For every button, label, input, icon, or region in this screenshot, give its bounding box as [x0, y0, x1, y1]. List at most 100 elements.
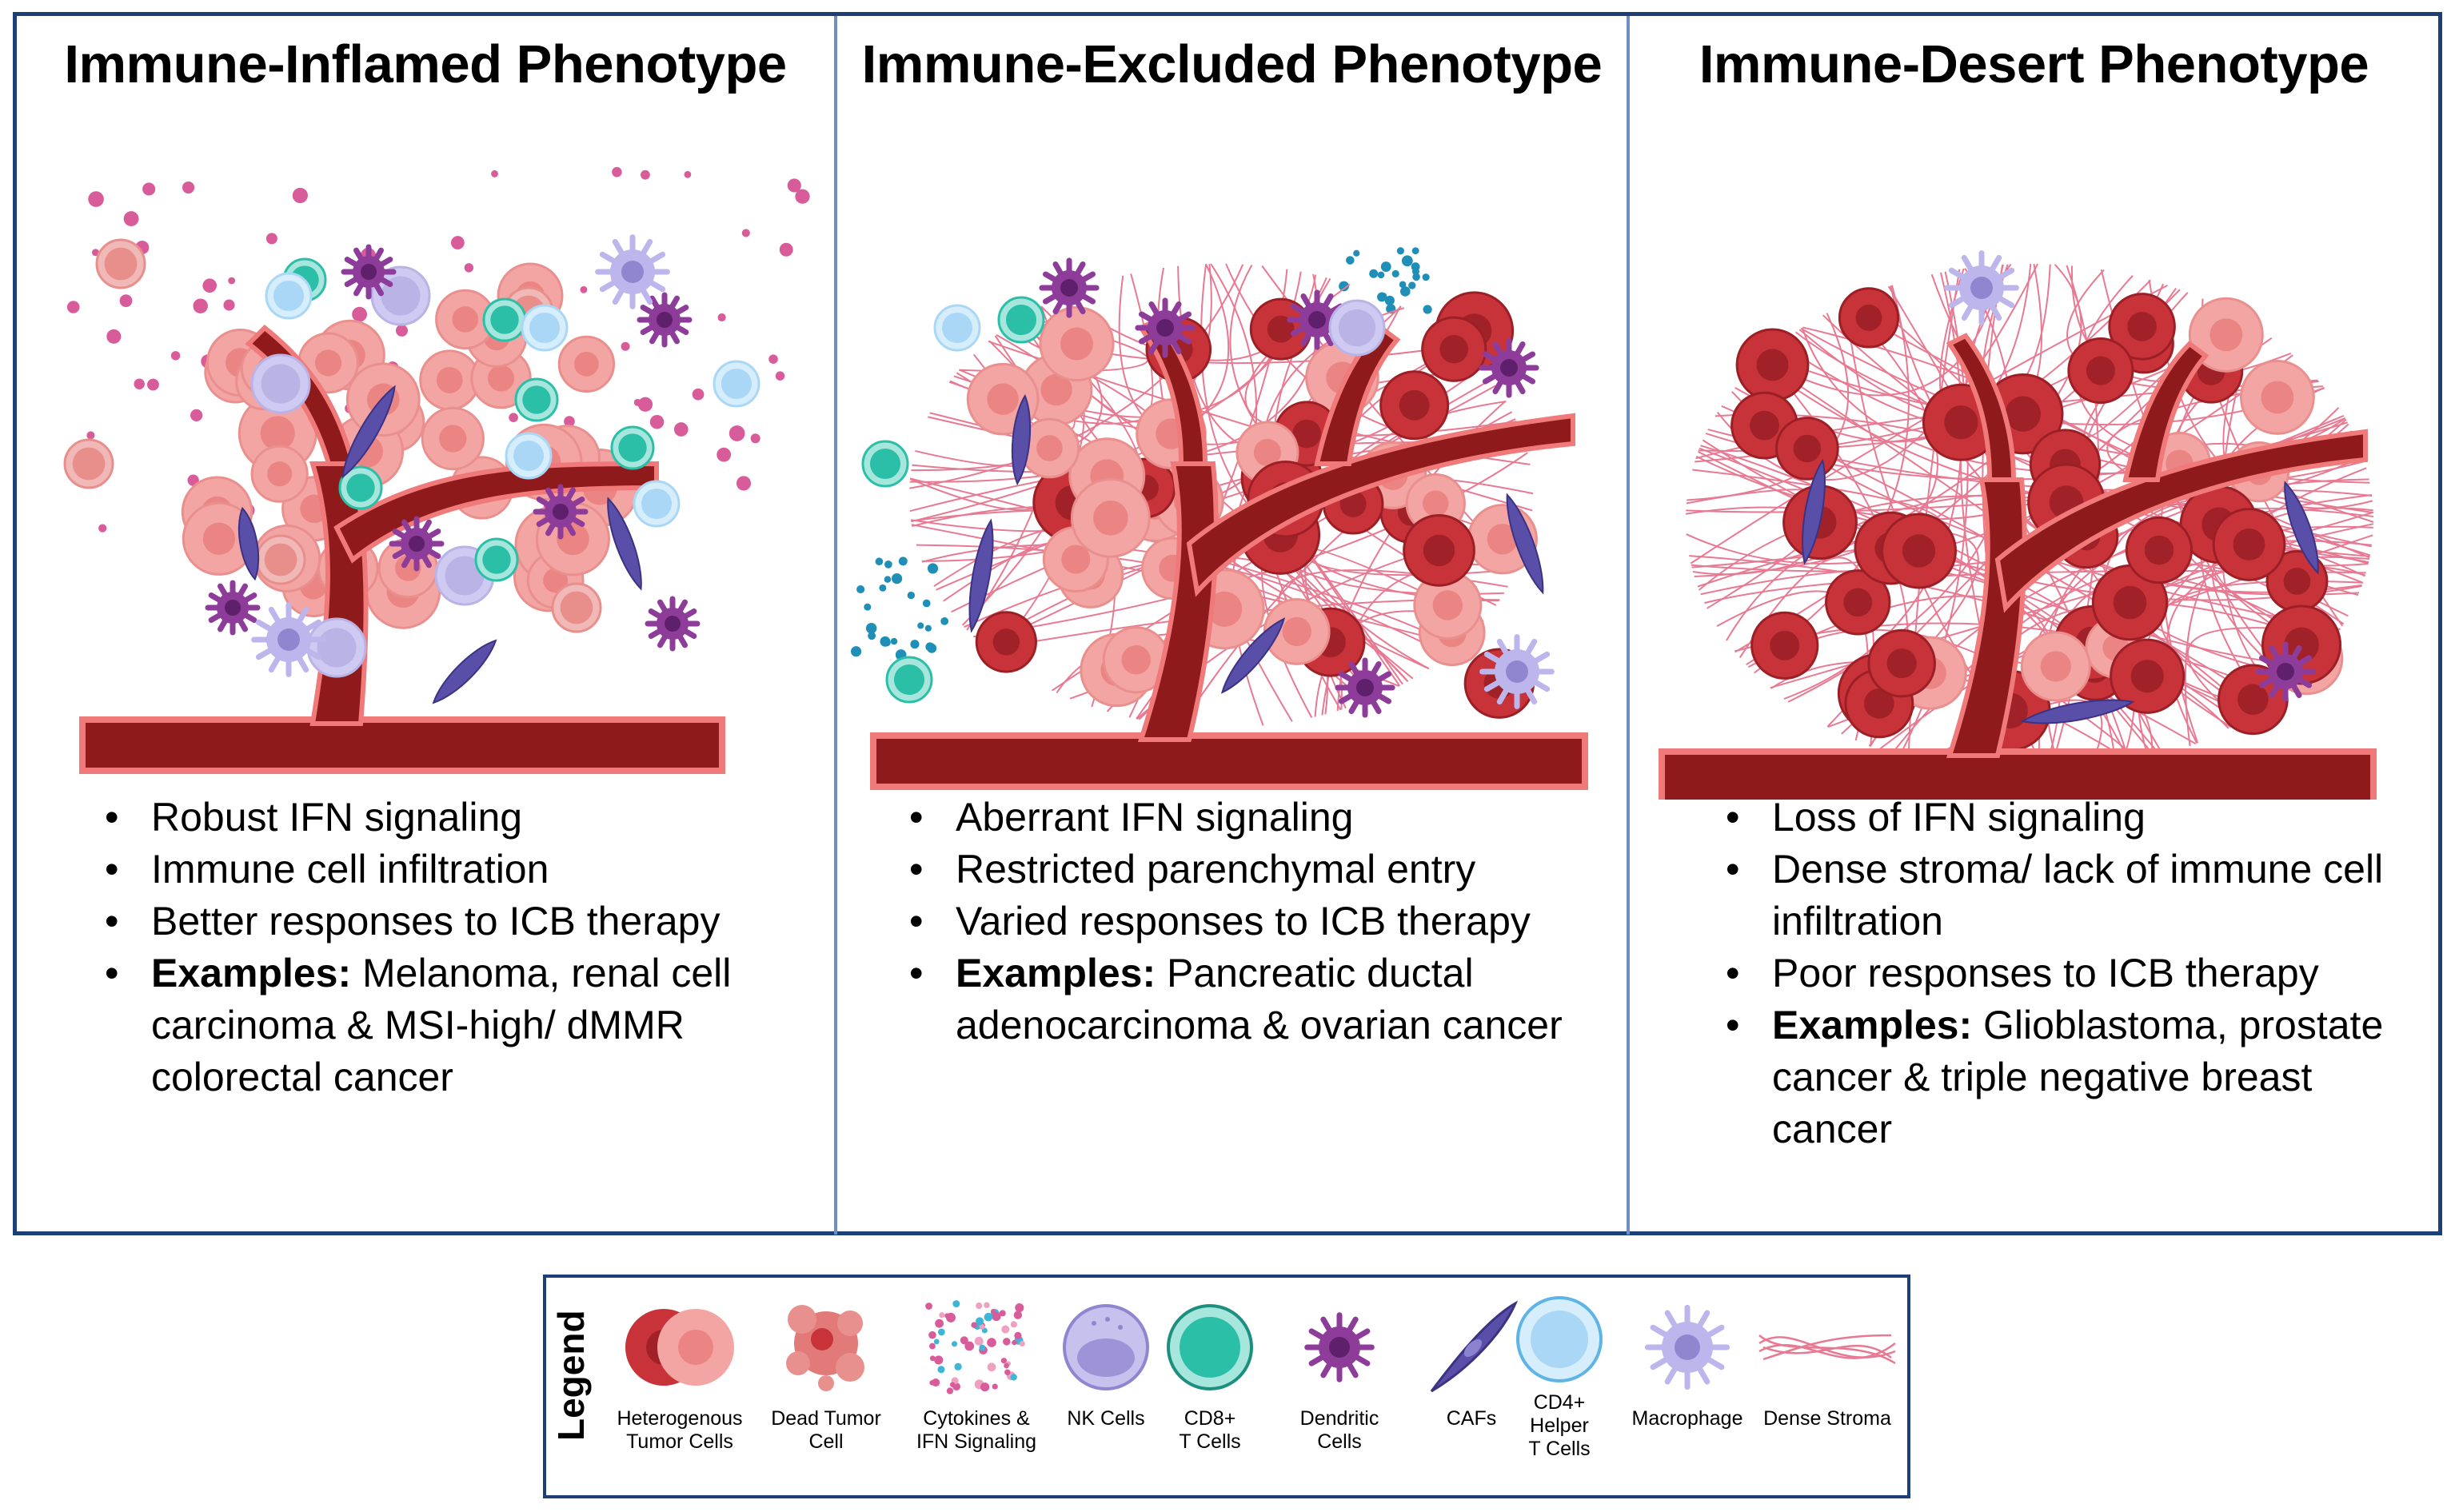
legend-item-cd4-helper-t-cells: CD4+ Helper T Cells [1507, 1287, 1611, 1461]
cytokine-dot [1353, 249, 1360, 257]
cytokine-dot [1399, 286, 1411, 297]
blood-vessel [79, 324, 725, 774]
cytokine-dot [884, 560, 892, 568]
cytokine-dot [927, 643, 937, 653]
dendritic-cell [1304, 1312, 1375, 1382]
caf-cell [1506, 493, 1544, 595]
bullet-list: Aberrant IFN signaling Restricted parenc… [909, 792, 1613, 1051]
nk-cell [1328, 299, 1386, 357]
examples-label: Examples: [151, 951, 352, 995]
cytokine-dot [856, 584, 865, 594]
caf-cell [341, 385, 396, 479]
cytokine-dot [868, 632, 876, 640]
cd8-t-cell-icon [1167, 1304, 1253, 1390]
dead-tumor-cell-icon [786, 1305, 864, 1391]
dendritic-cell [1479, 337, 1539, 398]
legend-item-cytokines: Cytokines & IFN Signaling [908, 1287, 1044, 1454]
cytokine-dot [779, 242, 793, 257]
caf-cell [968, 518, 994, 633]
dead-tumor-cell [255, 534, 306, 585]
inflamed-tumor-svg [63, 166, 810, 774]
caf-cell [1802, 458, 1826, 565]
panel-immune-desert: Immune-Desert Phenotype Loss of IFN sign… [1630, 16, 2438, 1231]
stroma-fiber [909, 477, 1459, 648]
cytokine-dot [649, 414, 665, 429]
examples-label: Examples: [956, 951, 1156, 995]
cd8-t-cell [861, 440, 909, 488]
caf-icon [1430, 1300, 1519, 1393]
cytokine-dot [134, 378, 145, 390]
macrophage [1944, 250, 2019, 325]
panel-divider [834, 16, 837, 1235]
immune-cells [63, 234, 760, 704]
cytokine-dot [147, 378, 159, 391]
cytokine-dot [684, 170, 692, 178]
bullet-item: Better responses to ICB therapy [105, 896, 792, 947]
cytokine-dot [182, 181, 195, 194]
caf-cell [1011, 394, 1032, 485]
cytokine-dot [891, 572, 903, 584]
cytokine-dot [1379, 292, 1387, 300]
bullet-item: Immune cell infiltration [105, 844, 792, 896]
bullet-list: Robust IFN signaling Immune cell infiltr… [105, 792, 792, 1103]
cytokine-dot [865, 623, 877, 634]
macrophage [1644, 1304, 1730, 1390]
cytokine-dot [1399, 281, 1407, 289]
cytokine-dot [1369, 269, 1379, 278]
nk-cell [306, 617, 367, 678]
nk-cell-icon [1063, 1304, 1149, 1390]
cd8-t-cell [338, 465, 383, 510]
cytokine-dot [736, 476, 752, 491]
cytokine-dot [292, 187, 308, 204]
cytokine-dot [1384, 295, 1395, 305]
legend-box [543, 1275, 1910, 1498]
panel-immune-excluded: Immune-Excluded Phenotype Aberrant IFN s… [837, 16, 1627, 1231]
cytokine-dot [924, 624, 932, 632]
caf-cell [607, 497, 642, 591]
cd4-helper-t-cell-icon [1516, 1296, 1603, 1382]
examples-text: Melanoma, renal cell carcinoma & MSI-hig… [151, 951, 732, 1099]
macrophage [1479, 634, 1555, 709]
cytokine-dot [1396, 247, 1404, 255]
cd8-t-cell [885, 656, 933, 704]
caf-cell [2020, 699, 2135, 724]
legend-item-dead-tumor-cell: Dead Tumor Cell [766, 1287, 886, 1454]
cytokine-dot [775, 371, 785, 381]
cytokine-dot [940, 616, 949, 625]
cytokine-dot [787, 178, 801, 193]
bullet-item-examples: Examples: Pancreatic ductal adenocarcino… [909, 947, 1613, 1051]
cytokine-dot [898, 557, 908, 566]
dead-tumor-cell [95, 238, 146, 289]
stroma-fiber [1690, 285, 2168, 565]
cytokine-dot [1380, 261, 1391, 272]
cytokine-dot [910, 640, 920, 649]
dead-tumor-cell [63, 438, 114, 489]
cytokine-dot [917, 622, 924, 629]
cd4-helper-t-cell [713, 360, 760, 408]
cytokine-dot [1422, 273, 1430, 281]
examples-text: Glioblastoma, prostate cancer & triple n… [1772, 1003, 2384, 1151]
heterogenous-tumor-cells-icon [625, 1309, 734, 1386]
legend-item-cafs: CAFs [1415, 1287, 1527, 1430]
cytokine-dot [88, 191, 104, 207]
examples-label: Examples: [1772, 1003, 1973, 1047]
panel-title: Immune-Desert Phenotype [1699, 34, 2369, 94]
cytokine-dot [123, 211, 139, 226]
dendritic-cell-icon [1304, 1312, 1375, 1382]
tumor-illustration [17, 128, 834, 800]
stroma-fiber [1842, 304, 2370, 559]
stroma-fiber [909, 264, 1244, 489]
cytokine-dot [119, 294, 133, 308]
bullet-item: Dense stroma/ lack of immune cell infilt… [1726, 844, 2429, 947]
macrophage-icon [1644, 1304, 1730, 1390]
legend-item-dendritic-cells: Dendritic Cells [1279, 1287, 1399, 1454]
tumor-illustration [1630, 128, 2438, 800]
bullet-item: Aberrant IFN signaling [909, 792, 1613, 844]
cd4-helper-t-cell [933, 304, 981, 352]
examples-text: Pancreatic ductal adenocarcinoma & ovari… [956, 951, 1563, 1047]
dendritic-cell [2255, 641, 2316, 702]
cd8-t-cell [482, 297, 527, 342]
legend-item-nk-cells: NK Cells [1054, 1287, 1158, 1430]
cytokine-dot [673, 422, 689, 437]
cytokine-dot [890, 637, 898, 645]
